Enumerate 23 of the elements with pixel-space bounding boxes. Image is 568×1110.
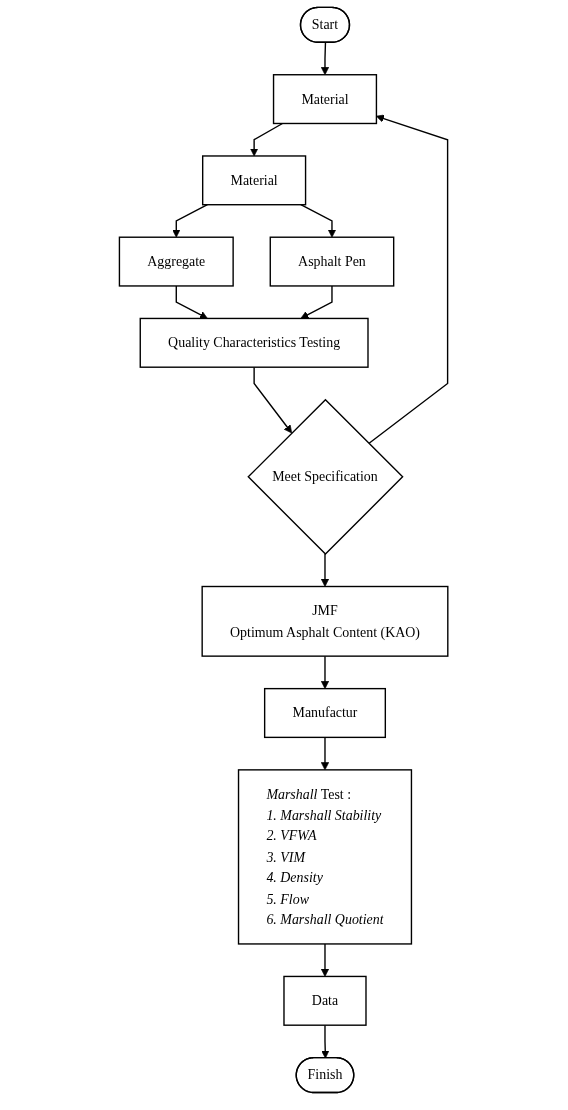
node-box: Material <box>202 155 307 206</box>
node-box: Material <box>273 74 378 125</box>
arrow <box>321 943 330 977</box>
arrow <box>253 366 293 434</box>
node-box: Marshall Test : 1. Marshall Stability 2. VFWA 3. VIM 4. Density 5. Flow 6. Marshall Quotient <box>238 769 413 945</box>
node-box: Asphalt Pen <box>269 236 395 287</box>
arrow <box>300 204 337 238</box>
arrow <box>175 285 209 319</box>
node-box: Data <box>283 975 368 1026</box>
arrow <box>321 42 330 76</box>
node-box: Manufactur <box>264 687 387 739</box>
arrow <box>321 736 330 771</box>
node-diamond: Meet Specification <box>247 398 404 555</box>
arrow <box>172 204 209 238</box>
arrow <box>321 553 330 587</box>
arrow <box>368 114 449 445</box>
arrow <box>300 285 334 319</box>
node-box: Aggregate <box>119 236 235 287</box>
arrow <box>321 655 330 689</box>
node-box: Quality Characteristics Testing <box>139 317 370 368</box>
arrow <box>250 122 284 157</box>
node-box: JMF Optimum Asphalt Content (KAO) <box>201 585 449 657</box>
arrow <box>321 1024 330 1059</box>
